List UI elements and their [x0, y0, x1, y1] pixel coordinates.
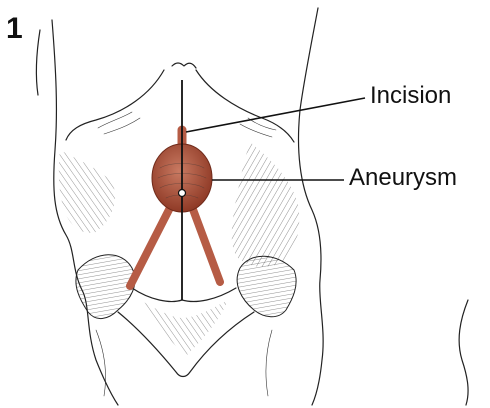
- right-abdomen-shading: [232, 142, 299, 267]
- aneurysm-label: Aneurysm: [349, 166, 457, 190]
- pelvis: [76, 255, 296, 396]
- incision-leader-line: [186, 98, 365, 132]
- umbilicus: [179, 190, 186, 197]
- figure-number: 1: [6, 14, 23, 44]
- incision-label: Incision: [370, 84, 451, 108]
- left-flank-shading: [59, 150, 115, 233]
